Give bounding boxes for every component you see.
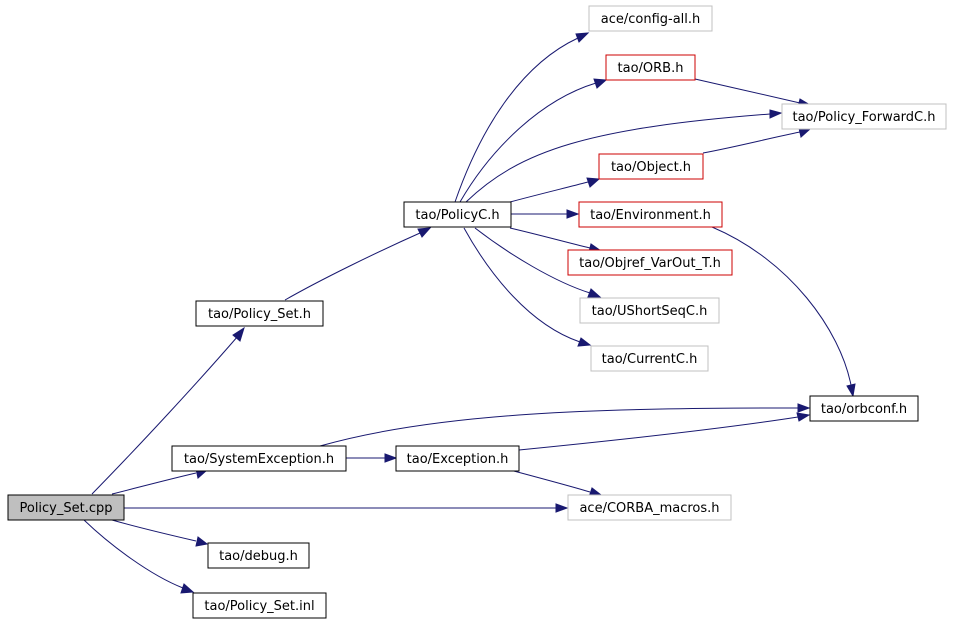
node-orb-h[interactable]: tao/ORB.h (605, 54, 696, 81)
svg-text:tao/orbconf.h: tao/orbconf.h (821, 402, 907, 417)
node-system-exception-h[interactable]: tao/SystemException.h (171, 445, 347, 472)
edge-policy-set-cpp-to-system-exception-h (111, 468, 209, 495)
edge-policy-set-cpp-to-corba-macros-h (124, 503, 569, 513)
edge-exception-h-to-orbconf-h (518, 412, 811, 451)
edge-system-exception-h-to-orbconf-h (319, 403, 811, 447)
svg-text:ace/CORBA_macros.h: ace/CORBA_macros.h (579, 501, 719, 516)
edge-orb-h-to-policy-forward-c-h (694, 78, 812, 108)
node-config-all-h[interactable]: ace/config-all.h (588, 5, 713, 32)
svg-text:Policy_Set.cpp: Policy_Set.cpp (19, 501, 112, 516)
svg-text:tao/Policy_Set.inl: tao/Policy_Set.inl (204, 599, 314, 614)
svg-text:tao/Exception.h: tao/Exception.h (407, 452, 509, 467)
node-policy-set-inl[interactable]: tao/Policy_Set.inl (192, 592, 327, 619)
node-environment-h[interactable]: tao/Environment.h (578, 201, 723, 228)
svg-text:tao/Object.h: tao/Object.h (611, 160, 691, 175)
svg-text:tao/Environment.h: tao/Environment.h (590, 208, 711, 223)
svg-text:tao/PolicyC.h: tao/PolicyC.h (415, 208, 499, 223)
edge-policy-set-cpp-to-policy-set-inl (83, 519, 195, 594)
node-policy-set-cpp[interactable]: Policy_Set.cpp (7, 494, 125, 521)
edge-policy-set-cpp-to-policy-set-h (91, 326, 245, 495)
edge-policy-c-h-to-object-h (509, 177, 601, 203)
node-corba-macros-h[interactable]: ace/CORBA_macros.h (567, 494, 732, 521)
node-policy-forward-c-h[interactable]: tao/Policy_ForwardC.h (781, 103, 947, 130)
edge-policy-c-h-to-orb-h (459, 78, 608, 203)
node-ushort-seq-c-h[interactable]: tao/UShortSeqC.h (579, 297, 720, 324)
edge-policy-c-h-to-environment-h (511, 209, 580, 219)
svg-text:tao/Policy_Set.h: tao/Policy_Set.h (208, 307, 311, 322)
node-exception-h[interactable]: tao/Exception.h (395, 445, 520, 472)
svg-text:ace/config-all.h: ace/config-all.h (601, 12, 701, 27)
svg-text:tao/SystemException.h: tao/SystemException.h (184, 452, 334, 467)
node-object-h[interactable]: tao/Object.h (598, 153, 704, 180)
edge-policy-set-cpp-to-debug-h (111, 519, 209, 547)
svg-text:tao/Policy_ForwardC.h: tao/Policy_ForwardC.h (792, 110, 935, 125)
edge-system-exception-h-to-exception-h (346, 453, 398, 463)
edge-object-h-to-policy-forward-c-h (702, 127, 812, 154)
edge-environment-h-to-orbconf-h (711, 226, 856, 398)
edge-policy-c-h-to-objref-varout-t-h (509, 227, 603, 253)
svg-text:tao/Objref_VarOut_T.h: tao/Objref_VarOut_T.h (579, 256, 721, 271)
svg-text:tao/ORB.h: tao/ORB.h (618, 61, 684, 76)
svg-text:tao/debug.h: tao/debug.h (219, 549, 298, 564)
edge-policy-set-h-to-policy-c-h (284, 227, 432, 301)
node-current-c-h[interactable]: tao/CurrentC.h (590, 345, 709, 372)
node-debug-h[interactable]: tao/debug.h (207, 542, 310, 569)
node-objref-varout-t-h[interactable]: tao/Objref_VarOut_T.h (567, 249, 733, 276)
edge-policy-c-h-to-current-c-h (463, 227, 592, 347)
svg-text:tao/CurrentC.h: tao/CurrentC.h (602, 352, 698, 367)
edge-policy-c-h-to-config-all-h (454, 32, 590, 203)
edge-policy-c-h-to-policy-forward-c-h (465, 109, 783, 203)
edge-exception-h-to-corba-macros-h (509, 469, 603, 498)
svg-text:tao/UShortSeqC.h: tao/UShortSeqC.h (592, 304, 708, 319)
node-policy-set-h[interactable]: tao/Policy_Set.h (195, 300, 324, 327)
edge-policy-c-h-to-ushort-seq-c-h (474, 227, 602, 298)
node-policy-c-h[interactable]: tao/PolicyC.h (403, 201, 512, 228)
node-orbconf-h[interactable]: tao/orbconf.h (809, 395, 919, 422)
